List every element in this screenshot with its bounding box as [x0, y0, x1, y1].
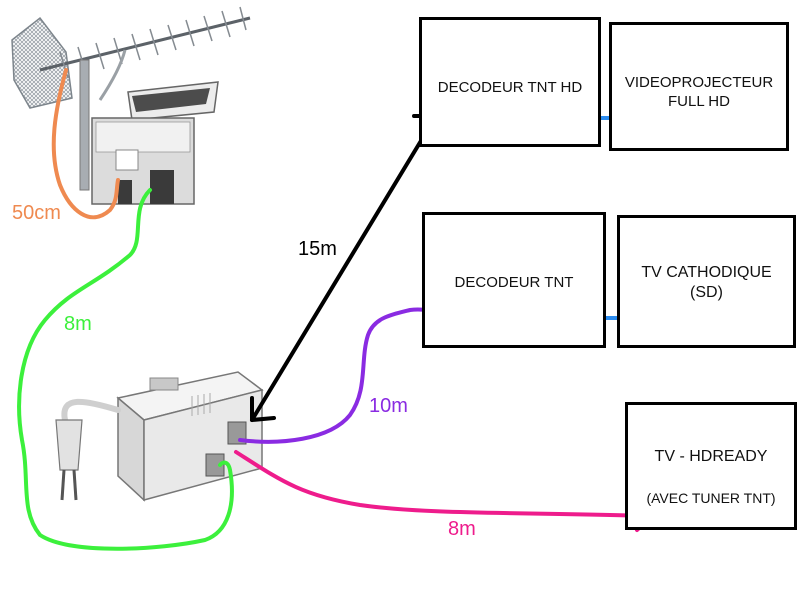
- cable-hd-arrow-head-bottom: [250, 396, 276, 422]
- device-label-tv-crt-line1: TV CATHODIQUE: [641, 264, 772, 281]
- cable-sd-link: [238, 307, 454, 444]
- device-box-projector: VIDEOPROJECTEUR FULL HD: [609, 22, 789, 151]
- device-label-tv-hdready-line2: (AVEC TUNER TNT): [646, 490, 776, 506]
- cable-antenna: [51, 68, 120, 220]
- cable-hdready-link: [234, 450, 652, 518]
- device-label-decoder-hd: DECODEUR TNT HD: [437, 79, 583, 96]
- device-label-tv-crt-line2: (SD): [690, 284, 723, 301]
- cable-length-hdready-link: 8m: [448, 518, 476, 540]
- mast-amplifier-icon: [91, 81, 219, 205]
- antenna-assembly: [11, 6, 251, 205]
- mast-icon: [79, 49, 127, 191]
- device-box-tv-hdready: TV - HDREADY (AVEC TUNER TNT): [625, 402, 797, 530]
- yagi-antenna-icon: [39, 6, 251, 79]
- indoor-amplifier-icon: [116, 371, 264, 502]
- power-plug-icon: [55, 398, 121, 501]
- device-label-projector-line2: FULL HD: [668, 93, 730, 110]
- cable-length-sd-link: 10m: [369, 395, 408, 417]
- device-box-decoder-sd: DECODEUR TNT: [422, 212, 606, 348]
- cable-length-amp-feed: 8m: [64, 313, 92, 335]
- grid-antenna-icon: [11, 16, 73, 109]
- cable-amp-feed: [17, 188, 234, 551]
- cable-hd-link: [250, 114, 438, 422]
- device-box-tv-crt: TV CATHODIQUE (SD): [617, 215, 796, 348]
- device-label-decoder-sd: DECODEUR TNT: [454, 274, 574, 291]
- device-box-decoder-hd: DECODEUR TNT HD: [419, 17, 601, 147]
- device-label-projector-line1: VIDEOPROJECTEUR: [624, 74, 774, 91]
- device-label-tv-hdready-line1: TV - HDREADY: [654, 448, 768, 465]
- cable-length-antenna: 50cm: [12, 202, 61, 224]
- cable-length-hd-link: 15m: [298, 238, 337, 260]
